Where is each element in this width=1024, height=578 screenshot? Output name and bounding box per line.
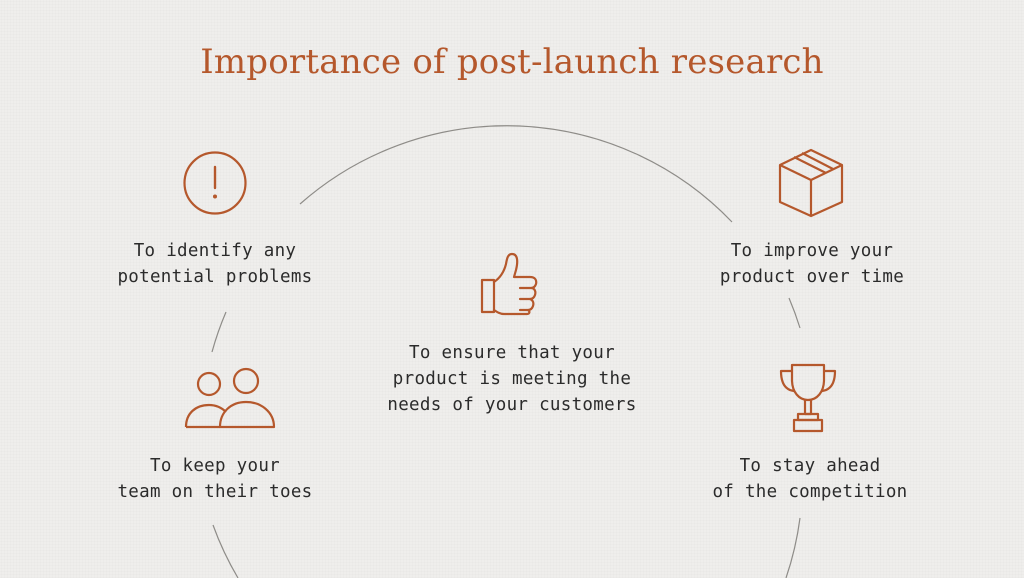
item-text-line: potential problems [117, 267, 313, 287]
thumbs-up-icon [478, 250, 540, 316]
item-text-line: To identify any [133, 241, 297, 261]
circle-arc-right-upper [788, 297, 801, 329]
item-ensure-needs: To ensure that your product is meeting t… [352, 340, 672, 418]
item-text-line: To keep your [149, 456, 281, 476]
circle-arc-left-lower [212, 524, 239, 578]
item-improve-product: To improve your product over time [672, 238, 952, 290]
circle-arc-right-lower [785, 517, 801, 578]
exclamation-circle-icon [182, 150, 248, 216]
item-text-line: To ensure that your [409, 343, 615, 363]
page-title: Importance of post-launch research [200, 42, 824, 82]
item-stay-ahead: To stay ahead of the competition [670, 453, 950, 505]
circle-arc-top [299, 125, 733, 223]
item-text-line: product is meeting the [392, 369, 632, 389]
box-icon [776, 146, 846, 220]
item-text-line: of the competition [712, 482, 908, 502]
item-text-line: product over time [719, 267, 905, 287]
item-text-line: To improve your [730, 241, 894, 261]
item-keep-team: To keep your team on their toes [85, 453, 345, 505]
item-text-line: To stay ahead [739, 456, 881, 476]
trophy-icon [778, 362, 838, 434]
item-identify-problems: To identify any potential problems [80, 238, 350, 290]
people-icon [184, 366, 278, 430]
item-text-line: team on their toes [117, 482, 313, 502]
item-text-line: needs of your customers [387, 395, 637, 415]
circle-arc-left-upper [211, 311, 227, 353]
